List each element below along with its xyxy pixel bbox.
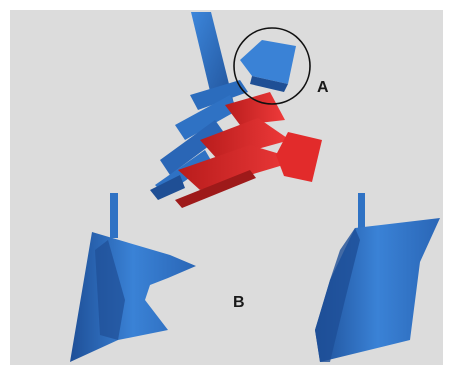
mouldboard-left-body (70, 232, 196, 362)
mouldboard-left (70, 193, 196, 362)
label-b: B (233, 295, 245, 311)
adjustable-plate (240, 40, 296, 84)
label-a: A (317, 80, 329, 96)
mouldboard-right (315, 193, 440, 362)
mouldboard-left-stem (110, 193, 118, 238)
plough-assembly (150, 12, 322, 208)
